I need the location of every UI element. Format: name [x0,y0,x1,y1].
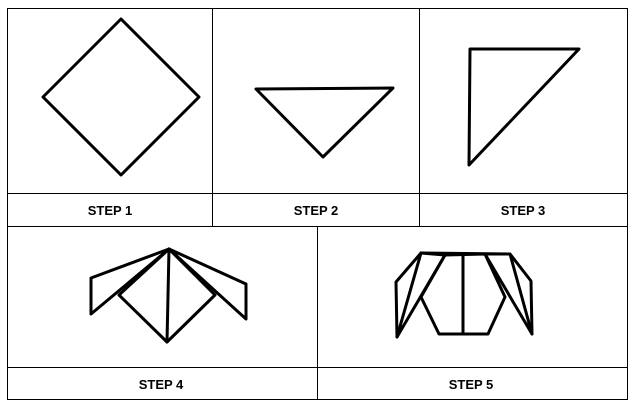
step-3-label: STEP 3 [501,203,546,218]
step-2-label: STEP 2 [294,203,339,218]
right-ear-shape [483,252,534,336]
left-ear-flap [89,247,171,316]
step-1-label: STEP 1 [88,203,133,218]
step-5-figure [394,251,534,339]
head-outline-left [394,251,423,339]
step-4-label: STEP 4 [139,377,184,392]
diamond-shape [41,17,201,177]
step-4-figure [89,247,248,344]
step-2-figure [254,86,395,159]
face-hexagon [419,252,507,336]
right-triangle-shape [467,47,581,167]
step-3-figure [467,47,581,167]
right-ear-flap [167,247,248,321]
step-5-label: STEP 5 [449,377,494,392]
inverted-triangle-shape [254,86,395,159]
center-fold-crease [165,247,171,344]
step-1-figure [41,17,201,177]
